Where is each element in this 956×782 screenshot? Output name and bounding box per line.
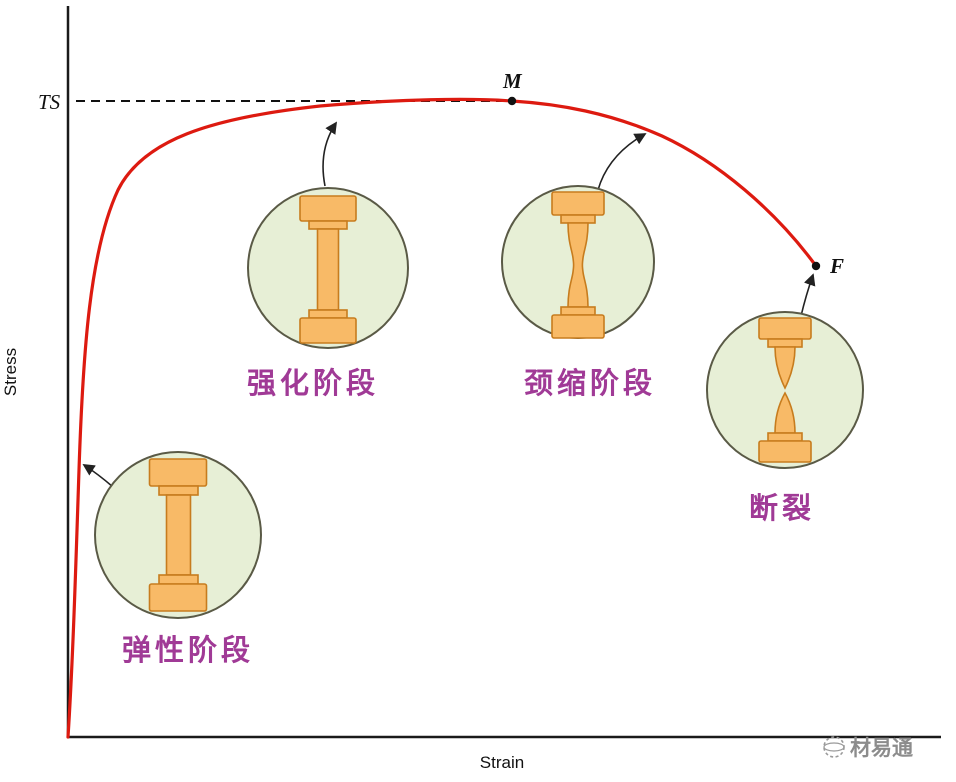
hardening-stage-inset [247, 187, 409, 349]
watermark-logo-icon [823, 736, 845, 758]
specimen-elastic-icon [148, 458, 208, 612]
x-axis-label: Strain [480, 753, 524, 772]
elastic-stage-inset [94, 451, 262, 619]
watermark-logo-equator [823, 742, 845, 752]
point-f-label: F [829, 254, 844, 278]
fracture-stage-circle [706, 311, 864, 469]
axes: Stress Strain [1, 6, 941, 772]
watermark: 材易通 [823, 736, 913, 760]
specimen-necking-icon [551, 191, 605, 339]
stage-label-necking: 颈缩阶段 [524, 366, 656, 400]
callout-arrows [82, 121, 816, 488]
point-f-dot [811, 261, 821, 271]
fracture-stage-inset [706, 311, 864, 469]
arrow-fracture [800, 273, 816, 317]
point-m-dot [507, 96, 517, 106]
arrow-elastic [82, 464, 114, 488]
specimen-fracture-icon [758, 317, 812, 463]
stage-label-hardening: 强化阶段 [247, 366, 379, 400]
necking-stage-inset [501, 185, 655, 339]
specimen-hardening-icon [299, 195, 357, 344]
stage-label-elastic: 弹性阶段 [122, 633, 254, 667]
y-axis-label: Stress [1, 348, 20, 396]
point-m-label: M [502, 69, 523, 93]
arrow-hardening [322, 121, 337, 187]
watermark-text: 材易通 [850, 736, 913, 760]
arrow-necking [597, 133, 647, 191]
ts-label: TS [38, 90, 61, 114]
stress-strain-curve [66, 97, 818, 739]
stage-label-fracture: 断裂 [749, 491, 815, 525]
